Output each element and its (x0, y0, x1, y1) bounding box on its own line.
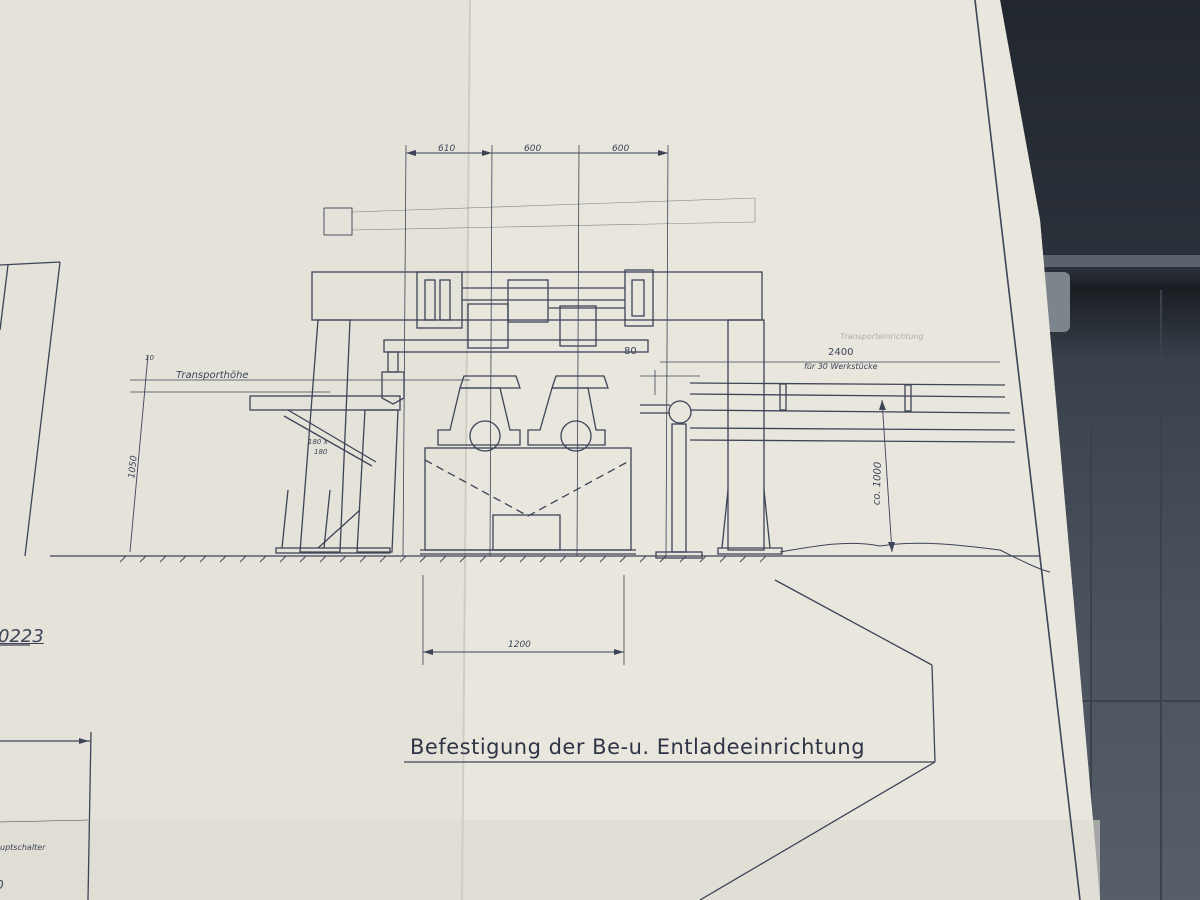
drawing-title: Befestigung der Be-u. Entladeeinrichtung (410, 735, 866, 759)
conveyor-faint-label: Transporteinrichtung (840, 332, 924, 341)
margin-note-fragment: uptschalter (0, 843, 46, 852)
background-tile-line (1050, 700, 1200, 702)
background-tile-line (1160, 290, 1162, 900)
drawing-number-fragment: 0223 (0, 626, 44, 647)
background-tile-line (1090, 420, 1092, 900)
post-section-label-2: 180 (314, 448, 328, 456)
dimension-label-610: 610 (438, 144, 456, 154)
conveyor-capacity-note: für 30 Werkstücke (804, 362, 878, 371)
dimension-label-600-right: 600 (612, 144, 630, 154)
dimension-label-2400: 2400 (828, 347, 854, 358)
post-section-label: 180 x (308, 438, 328, 446)
dimension-label-co-1000: co. 1000 (871, 461, 884, 506)
transport-height-label: Transporthöhe (176, 370, 249, 381)
dimension-label-small: 10 (145, 354, 154, 362)
background-shelf (1030, 255, 1200, 267)
dimension-label-600-middle: 600 (524, 144, 542, 154)
margin-bottom-fragment: 0 (0, 878, 4, 892)
dimension-label-1200: 1200 (508, 640, 531, 650)
dimension-label-80: 80 (624, 346, 637, 357)
